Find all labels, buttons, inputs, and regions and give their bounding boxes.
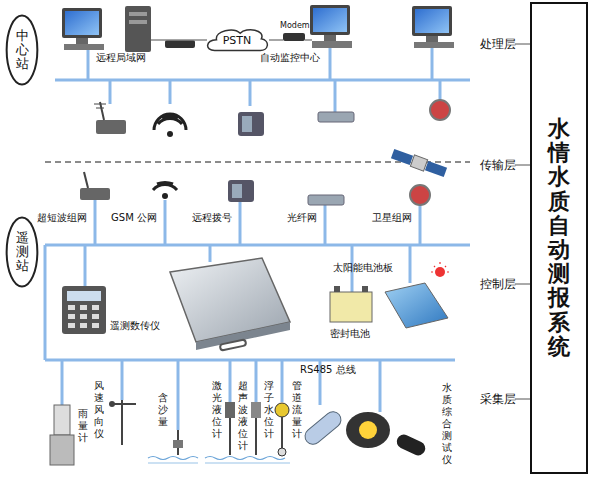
part-label: 远程局域网 <box>96 52 146 64</box>
part-label: 自动监控中心 <box>260 52 320 64</box>
sensor-label: 雨量计 <box>78 408 88 444</box>
control-devices <box>62 258 449 351</box>
part-label: RS485 总线 <box>300 364 356 376</box>
station-ellipse: 遥测站 <box>6 216 38 288</box>
part-label: 传输层 <box>480 158 516 172</box>
part-label: Modem <box>280 21 310 31</box>
part-label: 光纤网 <box>287 212 317 224</box>
part-label: 远程拨号 <box>192 212 232 224</box>
node-text: 水情水质自动测报系统 <box>548 117 570 359</box>
part-label: 遥测数传仪 <box>110 320 160 332</box>
sensor-label: 风速风向仪 <box>94 380 104 440</box>
node-text: 遥测站 <box>16 231 29 274</box>
layer-leaders <box>515 44 530 399</box>
computers <box>62 5 454 52</box>
system-title-box: 水情水质自动测报系统 <box>530 2 588 474</box>
part-label: 处理层 <box>480 37 516 51</box>
part-label: 采集层 <box>480 392 516 406</box>
station-ellipse: 中心站 <box>6 14 38 86</box>
sensor-label: 浮子水位计 <box>264 380 274 440</box>
bus-lines <box>45 48 470 430</box>
part-label: GSM 公网 <box>111 212 157 224</box>
remote-comm-icons <box>80 172 430 205</box>
sensor-label: 水质综合测试仪 <box>442 382 452 466</box>
network-cloud: PSTN <box>205 24 269 57</box>
sensor-label: 含沙量 <box>158 392 168 428</box>
satellite <box>391 149 447 177</box>
sensor-label: 超声波液位计 <box>238 380 248 452</box>
part-label: 太阳能电池板 <box>333 262 393 274</box>
center-comm-icons <box>94 100 450 137</box>
sensor-label: 激光液位计 <box>212 380 222 440</box>
sensor-label: 管道流量计 <box>292 380 302 440</box>
part-label: 卫星组网 <box>372 212 412 224</box>
part-label: 控制层 <box>480 277 516 291</box>
node-text: 中心站 <box>16 29 29 72</box>
part-label: 超短波组网 <box>37 212 87 224</box>
node-text: PSTN <box>223 34 252 47</box>
part-label: 密封电池 <box>330 328 370 340</box>
